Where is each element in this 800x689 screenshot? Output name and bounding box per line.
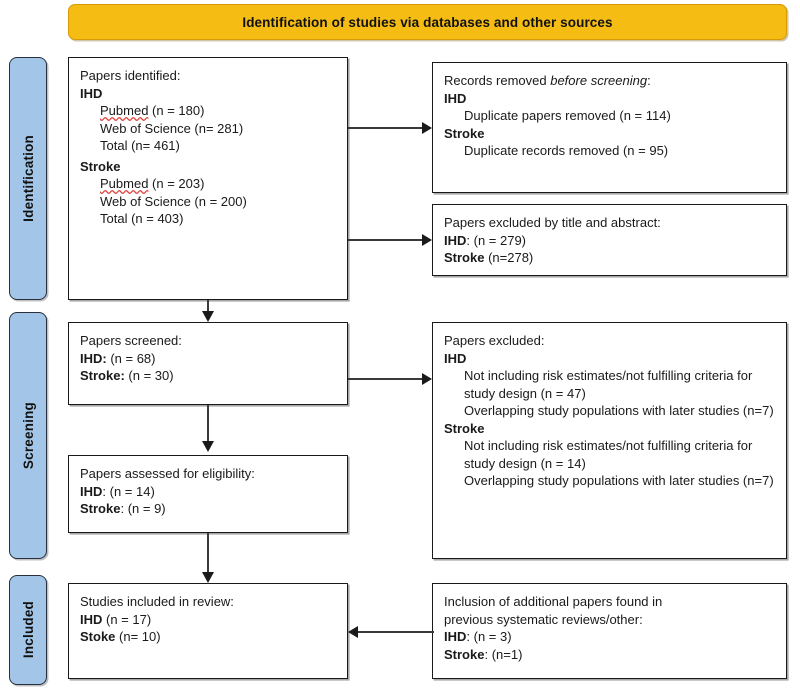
included-stroke-value: (n= 10) <box>115 629 161 644</box>
records-removed-ihd-duplicates: Duplicate papers removed (n = 114) <box>464 108 671 123</box>
excluded-ta-stroke-label: Stroke <box>444 250 485 265</box>
records-removed-ihd-label: IHD <box>444 90 467 106</box>
arrowhead-screened-to-excluded <box>422 373 432 385</box>
eligibility-stroke-value: : (n = 9) <box>120 501 166 516</box>
papers-screened-stroke-value: (n = 30) <box>124 368 174 383</box>
papers-excluded-ihd-reason-1: Not including risk estimates/not fulfill… <box>464 368 753 401</box>
additional-stroke-label: Stroke <box>444 646 485 662</box>
banner-title: Identification of studies via databases … <box>242 14 613 30</box>
papers-excluded-ihd-reason-2: Overlapping study populations with later… <box>464 403 774 418</box>
papers-excluded-stroke-reason-2: Overlapping study populations with later… <box>464 473 774 488</box>
papers-excluded-ihd-label: IHD <box>444 350 467 366</box>
records-removed-stroke-duplicates: Duplicate records removed (n = 95) <box>464 143 669 158</box>
included-stroke: Stoke (n= 10) <box>80 628 336 646</box>
eligibility-ihd: IHD: (n = 14) <box>80 483 336 501</box>
box-papers-identified: Papers identified: IHD Pubmed (n = 180) … <box>68 57 348 300</box>
arrowhead-identified-to-excluded-ta <box>422 234 432 246</box>
excluded-ta-ihd: IHD: (n = 279) <box>444 232 775 250</box>
connector-identified-to-screened <box>207 300 209 314</box>
eligibility-stroke-label: Stroke <box>80 501 121 516</box>
box-records-removed: Records removed before screening: IHD Du… <box>432 62 787 193</box>
stage-tab-included: Included <box>9 575 47 685</box>
connector-identified-to-removed <box>348 127 424 129</box>
eligibility-ihd-value: : (n = 14) <box>102 483 155 499</box>
box-studies-included: Studies included in review: IHD (n = 17)… <box>68 583 348 679</box>
eligibility-ihd-label: IHD <box>80 483 103 499</box>
excluded-ta-stroke-value: (n=278) <box>484 250 534 265</box>
papers-screened-stroke-label: Stroke: <box>80 368 125 383</box>
papers-screened-ihd-label: IHD: <box>80 350 107 366</box>
pubmed-misspelling-text: Pubmed <box>100 103 149 118</box>
box-additional-papers: Inclusion of additional papers found in … <box>432 583 787 679</box>
included-heading: Studies included in review: <box>80 594 234 609</box>
papers-identified-ihd-wos: Web of Science (n= 281) <box>100 120 244 136</box>
connector-screened-to-eligibility <box>207 405 209 441</box>
excluded-ta-ihd-label: IHD <box>444 232 467 248</box>
stage-tab-screening-label: Screening <box>20 401 36 470</box>
papers-identified-ihd-label: IHD <box>80 85 103 101</box>
included-ihd-label: IHD <box>80 611 103 627</box>
connector-identified-to-excluded-ta <box>348 239 424 241</box>
additional-stroke: Stroke: (n=1) <box>444 646 775 664</box>
box-papers-screened: Papers screened: IHD: (n = 68) Stroke: (… <box>68 322 348 405</box>
excluded-ta-heading: Papers excluded by title and abstract: <box>444 215 661 230</box>
papers-screened-ihd: IHD: (n = 68) <box>80 350 336 368</box>
included-stroke-label: Stoke <box>80 629 116 644</box>
records-removed-stroke-label: Stroke <box>444 125 485 141</box>
records-removed-heading-italic: before screening <box>550 73 648 88</box>
papers-identified-heading: Papers identified: <box>80 68 181 83</box>
records-removed-heading: Records removed before screening: <box>444 72 775 90</box>
papers-identified-stroke-wos: Web of Science (n = 200) <box>100 193 247 209</box>
excluded-ta-ihd-value: : (n = 279) <box>466 232 527 248</box>
eligibility-heading: Papers assessed for eligibility: <box>80 466 255 481</box>
box-papers-excluded: Papers excluded: IHD Not including risk … <box>432 322 787 559</box>
papers-screened-ihd-value: (n = 68) <box>106 350 156 366</box>
diagram-banner: Identification of studies via databases … <box>68 4 787 40</box>
stage-tab-screening: Screening <box>9 312 47 559</box>
papers-identified-ihd-pubmed-count: (n = 180) <box>148 103 205 118</box>
arrowhead-additional-to-included <box>348 626 358 638</box>
papers-identified-ihd-pubmed: Pubmed (n = 180) <box>80 102 336 120</box>
papers-screened-stroke: Stroke: (n = 30) <box>80 367 336 385</box>
additional-ihd-value: : (n = 3) <box>466 629 512 644</box>
eligibility-stroke: Stroke: (n = 9) <box>80 500 336 518</box>
papers-screened-heading: Papers screened: <box>80 333 182 348</box>
additional-stroke-value: : (n=1) <box>484 646 523 662</box>
papers-identified-stroke-pubmed: Pubmed (n = 203) <box>80 175 336 193</box>
papers-excluded-stroke-label: Stroke <box>444 420 485 436</box>
arrowhead-screened-to-eligibility <box>202 441 214 452</box>
arrowhead-eligibility-to-included <box>202 572 214 583</box>
additional-heading-line-2: previous systematic reviews/other: <box>444 611 643 627</box>
connector-screened-to-excluded <box>348 378 424 380</box>
stage-tab-identification-label: Identification <box>20 135 36 222</box>
additional-heading-line-1: Inclusion of additional papers found in <box>444 594 663 609</box>
papers-identified-ihd-total: Total (n= 461) <box>100 138 180 153</box>
stage-tab-included-label: Included <box>20 601 36 659</box>
connector-eligibility-to-included <box>207 533 209 572</box>
included-ihd-value: (n = 17) <box>102 611 152 627</box>
papers-excluded-heading: Papers excluded: <box>444 333 545 348</box>
box-papers-excluded-title-abstract: Papers excluded by title and abstract: I… <box>432 204 787 276</box>
papers-identified-stroke-label: Stroke <box>80 158 121 174</box>
records-removed-heading-plain: Records removed <box>444 73 551 88</box>
papers-excluded-stroke-reason-1: Not including risk estimates/not fulfill… <box>464 438 753 471</box>
records-removed-heading-tail: : <box>647 73 651 88</box>
connector-additional-to-included <box>358 631 434 633</box>
papers-identified-stroke-pubmed-count: (n = 203) <box>148 176 205 191</box>
papers-identified-stroke-total: Total (n = 403) <box>100 211 184 226</box>
arrowhead-identified-to-removed <box>422 122 432 134</box>
arrowhead-identified-to-screened <box>202 311 214 322</box>
additional-ihd-label: IHD <box>444 629 467 644</box>
box-papers-assessed-eligibility: Papers assessed for eligibility: IHD: (n… <box>68 455 348 533</box>
stage-tab-identification: Identification <box>9 57 47 300</box>
additional-ihd: IHD: (n = 3) <box>444 628 775 646</box>
pubmed-misspelling-text-2: Pubmed <box>100 176 149 191</box>
excluded-ta-stroke: Stroke (n=278) <box>444 249 775 267</box>
included-ihd: IHD (n = 17) <box>80 611 336 629</box>
